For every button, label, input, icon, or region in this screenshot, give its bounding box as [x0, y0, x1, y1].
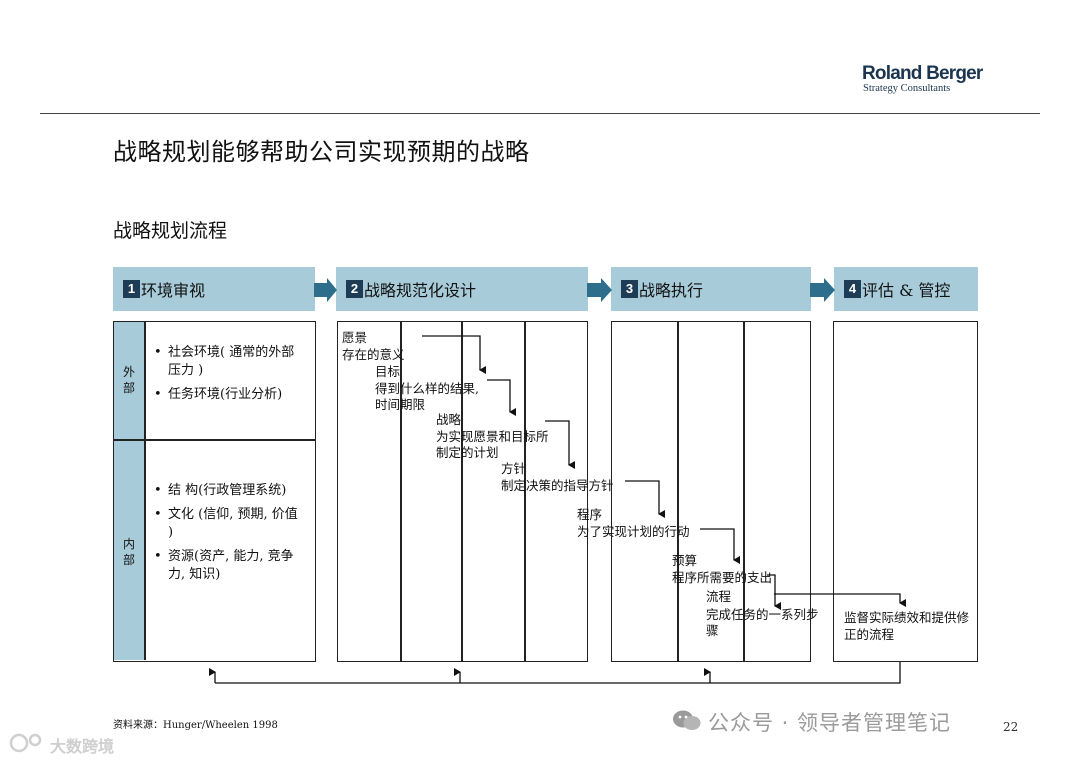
- flow-arrow-icon: [774, 593, 906, 607]
- stage-number-badge: 1: [123, 280, 140, 298]
- stage-header-3: 3 战略执行: [611, 267, 811, 311]
- list-item: 结 构(行政管理系统): [148, 482, 298, 500]
- strategy-term: 战略: [436, 412, 462, 427]
- external-label: 外 部: [122, 365, 135, 395]
- strategy-desc-2: 制定的计划: [436, 445, 499, 460]
- feedback-loop: [209, 662, 901, 684]
- flow-arrow-icon: [700, 528, 740, 564]
- list-item: 社会环境( 通常的外部压力 ): [148, 344, 298, 380]
- wechat-icon: [673, 710, 701, 730]
- side-bar-border: [144, 322, 146, 660]
- strategy-desc: 为实现愿景和目标所: [436, 429, 549, 444]
- vision-desc: 存在的意义: [342, 347, 405, 362]
- stage-label: 战略规范化设计: [364, 281, 477, 300]
- evaluation-text-2: 正的流程: [844, 627, 895, 642]
- program-term: 程序: [577, 507, 603, 522]
- flow-arrow-icon: [487, 379, 516, 416]
- budget-term: 预算: [672, 553, 698, 568]
- procedure-desc-2: 骤: [706, 623, 719, 638]
- column-divider: [677, 321, 679, 662]
- stage-number-badge: 4: [844, 280, 861, 298]
- watermark-text: 公众号 · 领导者管理笔记: [708, 711, 952, 735]
- environment-divider: [114, 439, 315, 441]
- stage-arrow-icon: [810, 278, 835, 302]
- internal-label: 内 部: [122, 537, 135, 567]
- stage-label: 评估 & 管控: [862, 281, 951, 300]
- source-note: 资料来源：Hunger/Wheelen 1998: [113, 720, 278, 731]
- policy-desc: 制定决策的指导方针: [501, 478, 614, 493]
- budget-desc: 程序所需要的支出: [672, 570, 773, 585]
- stage-header-4: 4 评估 & 管控: [834, 267, 978, 311]
- logo-wordmark: Roland Berger: [862, 63, 983, 84]
- flow-arrow-icon: [422, 335, 486, 374]
- section-subtitle: 战略规划流程: [113, 220, 228, 242]
- environment-box: 外 部 内 部 社会环境( 通常的外部压力 ) 任务环境(行业分析) 结 构(行…: [113, 321, 316, 662]
- column-divider: [400, 321, 402, 662]
- list-item: 资源(资产, 能力, 竞争力, 知识): [148, 548, 298, 584]
- stage-arrow-icon: [587, 278, 612, 302]
- page-title: 战略规划能够帮助公司实现预期的战略: [113, 138, 530, 166]
- external-factors-list: 社会环境( 通常的外部压力 ) 任务环境(行业分析): [148, 344, 298, 410]
- policy-term: 方针: [501, 461, 527, 476]
- procedure-desc: 完成任务的一系列步: [706, 607, 819, 622]
- stage-number-badge: 2: [346, 280, 363, 298]
- list-item: 任务环境(行业分析): [148, 386, 298, 404]
- vision-term: 愿景: [342, 330, 368, 345]
- stage-label: 环境审视: [141, 281, 206, 300]
- flow-arrow-icon: [545, 420, 575, 469]
- column-divider: [524, 321, 526, 662]
- flow-arrow-icon: [625, 480, 665, 518]
- formulation-box: [337, 321, 588, 662]
- stage-header-1: 1 环境审视: [113, 267, 315, 311]
- stage-number-badge: 3: [621, 280, 638, 298]
- environment-side-bar: [114, 322, 144, 660]
- flow-arrow-icon: [767, 574, 781, 610]
- internal-factors-list: 结 构(行政管理系统) 文化 (信仰, 预期, 价值 ) 资源(资产, 能力, …: [148, 482, 298, 590]
- header-rule: [40, 113, 1040, 114]
- brand-watermark-icon: [9, 733, 42, 753]
- column-divider: [461, 321, 463, 662]
- list-item: 文化 (信仰, 预期, 价值 ): [148, 506, 298, 542]
- page-number: 22: [1003, 720, 1019, 734]
- watermark-brand: 大数跨境: [50, 737, 115, 756]
- logo-tagline: Strategy Consultants: [863, 83, 951, 94]
- stage-arrow-icon: [314, 278, 337, 302]
- column-divider: [743, 321, 745, 662]
- procedure-term: 流程: [706, 589, 732, 604]
- goals-term: 目标: [375, 364, 401, 379]
- stage-label: 战略执行: [639, 281, 704, 300]
- evaluation-text: 监督实际绩效和提供修: [844, 610, 970, 625]
- program-desc: 为了实现计划的行动: [577, 524, 690, 539]
- goals-desc: 得到什么样的结果,: [375, 381, 479, 396]
- stage-header-2: 2 战略规范化设计: [336, 267, 588, 311]
- goals-desc-2: 时间期限: [375, 397, 426, 412]
